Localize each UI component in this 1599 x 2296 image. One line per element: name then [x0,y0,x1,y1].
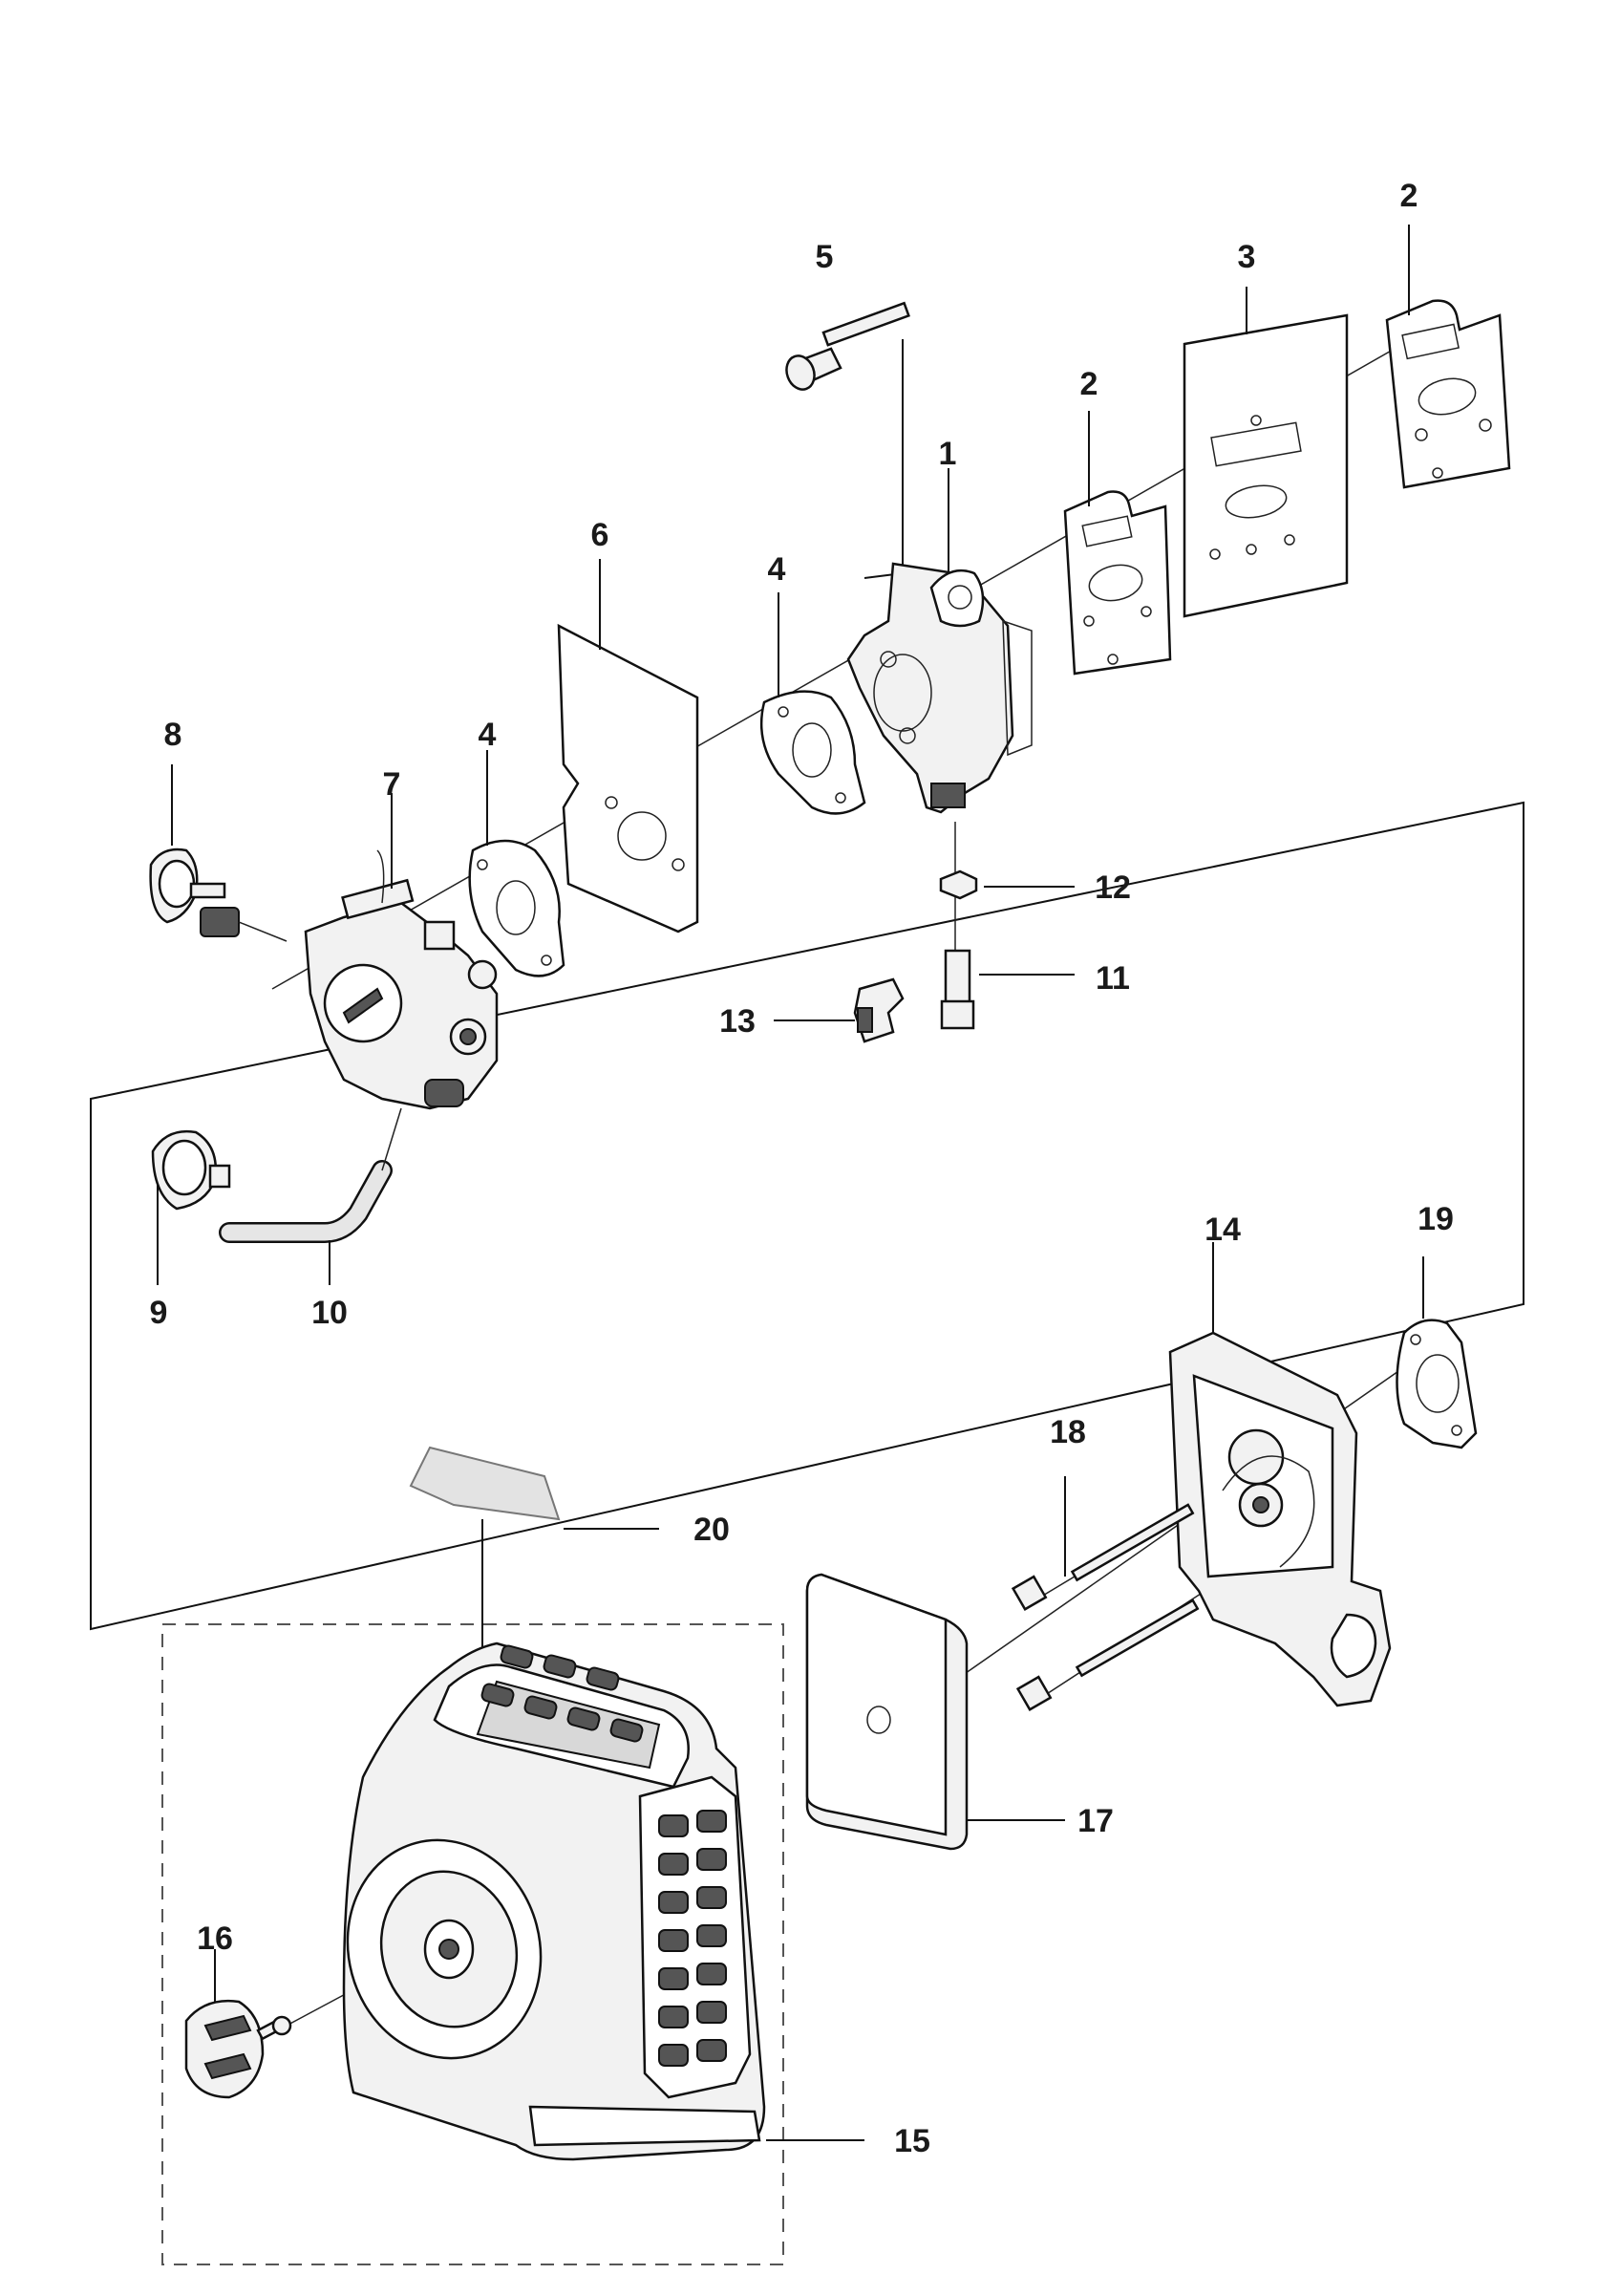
callout-11: 11 [1096,960,1130,997]
valve-part-8 [149,764,288,942]
gasket-part-4-lower [468,839,565,977]
bolts-part-18 [1011,1476,1200,1711]
callout-5: 5 [816,239,834,275]
callout-4-lower: 4 [479,717,497,753]
callout-8: 8 [164,717,182,753]
intake-block-part-1 [846,562,1033,814]
plate-part-3 [1183,313,1349,618]
callout-3: 3 [1238,239,1256,275]
callout-9: 9 [150,1295,168,1331]
callout-6: 6 [591,517,609,553]
callout-4-upper: 4 [768,551,786,588]
filter-element-part-17 [805,1573,1065,1851]
callout-19: 19 [1418,1201,1454,1237]
filter-housing-part-14 [1168,1242,1392,1707]
callout-2-right: 2 [1400,178,1418,214]
fuel-hose-part-10 [219,1107,402,1285]
primer-bulb-part-9 [151,1129,231,1285]
callout-13: 13 [719,1003,756,1040]
plate-part-6 [557,623,699,933]
label-part-20 [409,1446,659,1796]
callout-18: 18 [1050,1414,1086,1450]
callout-20: 20 [693,1512,730,1548]
callout-17: 17 [1077,1803,1114,1839]
gasket-part-4-upper [759,690,866,815]
gasket-part-19 [1396,1256,1478,1449]
callout-16: 16 [197,1920,233,1957]
clip-part-13 [774,977,905,1043]
callout-12: 12 [1095,869,1131,906]
stud-part-11 [940,949,1075,1030]
callout-15: 15 [894,2123,930,2159]
gasket-part-2-right [1385,299,1511,489]
kit-boundary [161,1623,784,2265]
callout-1: 1 [939,436,957,472]
callout-7: 7 [383,766,401,803]
callout-2-middle: 2 [1080,366,1098,402]
carburetor-part-7 [304,793,499,1110]
vent-grille-top [480,1644,644,1743]
nut-part-12 [939,869,1075,900]
gasket-part-2-middle [1063,490,1172,676]
knob-part-16 [184,1949,292,2099]
vent-grille-side [658,1810,727,2067]
screw-part-5 [785,301,910,579]
callout-14: 14 [1205,1212,1241,1248]
assembly-boundary [90,801,1524,1631]
callout-10: 10 [311,1295,348,1331]
cover-part-15 [342,1642,864,2161]
